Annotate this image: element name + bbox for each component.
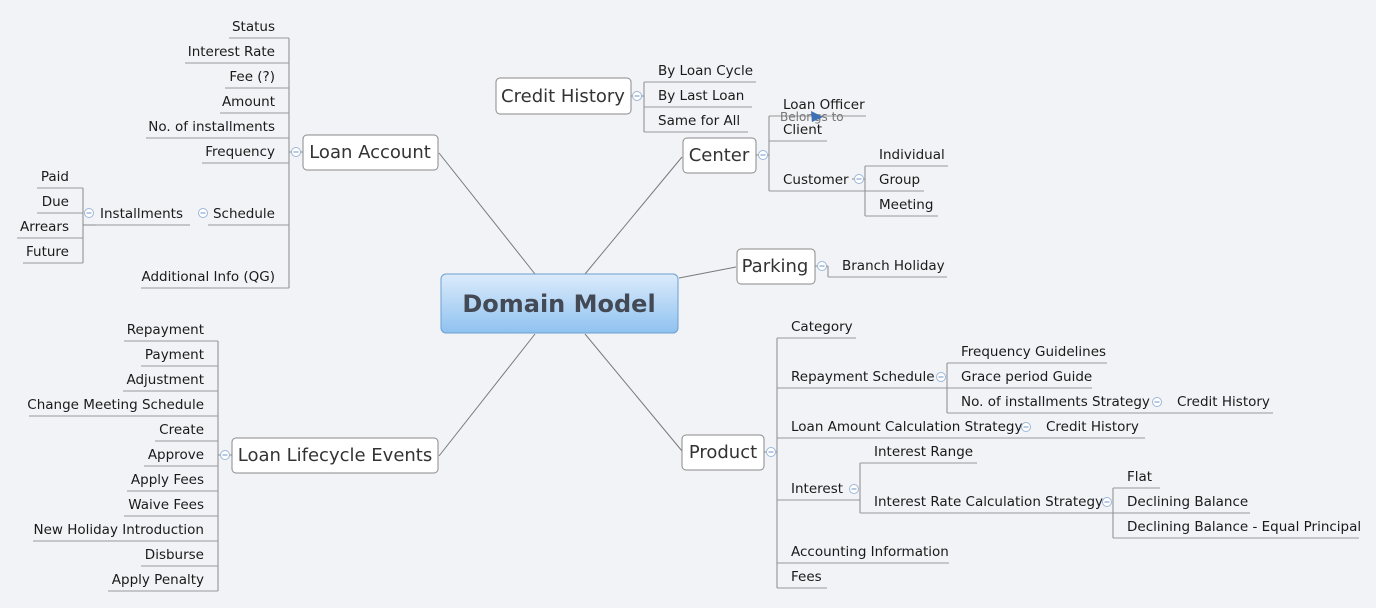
- loan-account-status[interactable]: Status: [232, 19, 275, 35]
- repayment-frequency-guidelines[interactable]: Frequency Guidelines: [961, 344, 1106, 360]
- central-topic-label: Domain Model: [462, 290, 655, 318]
- collapse-loan-account-icon[interactable]: [291, 147, 301, 157]
- parking-branch-holiday[interactable]: Branch Holiday: [842, 258, 945, 274]
- lifecycle-repayment[interactable]: Repayment: [127, 322, 204, 338]
- credit-history-by-last-loan[interactable]: By Last Loan: [658, 88, 744, 104]
- credit-history-by-loan-cycle[interactable]: By Loan Cycle: [658, 63, 753, 79]
- product-fees[interactable]: Fees: [791, 569, 822, 585]
- lifecycle-adjustment[interactable]: Adjustment: [126, 372, 204, 388]
- collapse-schedule-icon[interactable]: [198, 208, 208, 218]
- credit-history-branch: [631, 81, 756, 133]
- topic-loan-lifecycle-events[interactable]: Loan Lifecycle Events: [231, 437, 439, 474]
- repayment-grace-period-guide[interactable]: Grace period Guide: [961, 369, 1092, 385]
- repayment-no-of-installments-strategy[interactable]: No. of installments Strategy: [961, 394, 1150, 410]
- topic-credit-history-label: Credit History: [501, 86, 625, 107]
- loan-amount-credit-history[interactable]: Credit History: [1046, 419, 1139, 435]
- installment-due[interactable]: Due: [42, 194, 69, 210]
- loan-account-amount[interactable]: Amount: [222, 94, 275, 110]
- customer-individual[interactable]: Individual: [879, 147, 945, 163]
- lifecycle-create[interactable]: Create: [159, 422, 204, 438]
- center-client[interactable]: Client: [783, 122, 822, 138]
- loan-account-additional-info[interactable]: Additional Info (QG): [141, 269, 275, 285]
- interest-rate-declining-balance[interactable]: Declining Balance: [1127, 494, 1248, 510]
- center-branch: [756, 115, 948, 217]
- interest-rate-flat[interactable]: Flat: [1127, 469, 1152, 485]
- collapse-center-icon[interactable]: [758, 150, 768, 160]
- lifecycle-change-meeting-schedule[interactable]: Change Meeting Schedule: [27, 397, 204, 413]
- collapse-installments-icon[interactable]: [84, 208, 94, 218]
- collapse-credit-history-icon[interactable]: [632, 91, 642, 101]
- interest-rate-declining-balance-equal-principal[interactable]: Declining Balance - Equal Principal: [1127, 519, 1361, 535]
- topic-loan-lifecycle-label: Loan Lifecycle Events: [238, 445, 433, 466]
- loan-account-frequency[interactable]: Frequency: [205, 144, 275, 160]
- loan-account-fee[interactable]: Fee (?): [229, 69, 275, 85]
- loan-lifecycle-branch: [29, 340, 232, 592]
- collapse-product-icon[interactable]: [766, 447, 776, 457]
- lifecycle-waive-fees[interactable]: Waive Fees: [128, 497, 204, 513]
- installments-strategy-credit-history[interactable]: Credit History: [1177, 394, 1270, 410]
- loan-account-schedule[interactable]: Schedule: [213, 206, 275, 222]
- collapse-loan-amount-strategy-icon[interactable]: [1021, 422, 1031, 432]
- collapse-interest-icon[interactable]: [849, 484, 859, 494]
- collapse-loan-lifecycle-icon[interactable]: [220, 450, 230, 460]
- schedule-installments[interactable]: Installments: [100, 206, 183, 222]
- product-accounting-information[interactable]: Accounting Information: [791, 544, 949, 560]
- lifecycle-new-holiday-introduction[interactable]: New Holiday Introduction: [33, 522, 204, 538]
- topic-loan-account-label: Loan Account: [309, 142, 431, 163]
- product-interest[interactable]: Interest: [791, 481, 843, 497]
- lifecycle-payment[interactable]: Payment: [145, 347, 204, 363]
- collapse-installments-strategy-icon[interactable]: [1152, 397, 1162, 407]
- credit-history-same-for-all[interactable]: Same for All: [658, 113, 740, 129]
- center-loan-officer[interactable]: Loan Officer: [783, 97, 865, 113]
- installment-future[interactable]: Future: [26, 244, 69, 260]
- collapse-customer-icon[interactable]: [854, 174, 864, 184]
- topic-center-label: Center: [689, 145, 750, 166]
- topic-parking-label: Parking: [742, 256, 809, 277]
- customer-meeting[interactable]: Meeting: [879, 197, 933, 213]
- relationship-arrow-icon: [811, 111, 823, 122]
- lifecycle-disburse[interactable]: Disburse: [145, 547, 204, 563]
- topic-product-label: Product: [689, 442, 757, 463]
- collapse-interest-rate-strategy-icon[interactable]: [1102, 497, 1112, 507]
- topic-loan-account[interactable]: Loan Account: [302, 134, 439, 171]
- lifecycle-approve[interactable]: Approve: [148, 447, 204, 463]
- lifecycle-apply-fees[interactable]: Apply Fees: [131, 472, 204, 488]
- product-category[interactable]: Category: [791, 319, 853, 335]
- topic-parking[interactable]: Parking: [736, 248, 816, 285]
- loan-account-no-of-installments[interactable]: No. of installments: [148, 119, 275, 135]
- product-repayment-schedule[interactable]: Repayment Schedule: [791, 369, 935, 385]
- lifecycle-apply-penalty[interactable]: Apply Penalty: [112, 572, 204, 588]
- central-connections: [438, 152, 737, 457]
- interest-range[interactable]: Interest Range: [874, 444, 973, 460]
- installment-paid[interactable]: Paid: [41, 169, 69, 185]
- collapse-parking-icon[interactable]: [817, 261, 827, 271]
- product-loan-amount-strategy[interactable]: Loan Amount Calculation Strategy: [791, 419, 1022, 435]
- collapse-repayment-schedule-icon[interactable]: [936, 372, 946, 382]
- customer-group[interactable]: Group: [879, 172, 920, 188]
- topic-product[interactable]: Product: [681, 434, 765, 471]
- loan-account-interest-rate[interactable]: Interest Rate: [188, 44, 275, 60]
- topic-credit-history[interactable]: Credit History: [495, 77, 632, 115]
- loan-account-branch: [17, 37, 303, 289]
- interest-rate-calculation-strategy[interactable]: Interest Rate Calculation Strategy: [874, 494, 1103, 510]
- product-branch: [764, 337, 1359, 589]
- center-customer[interactable]: Customer: [783, 172, 849, 188]
- topic-center[interactable]: Center: [682, 137, 757, 174]
- central-topic[interactable]: Domain Model: [440, 273, 679, 334]
- installment-arrears[interactable]: Arrears: [20, 219, 69, 235]
